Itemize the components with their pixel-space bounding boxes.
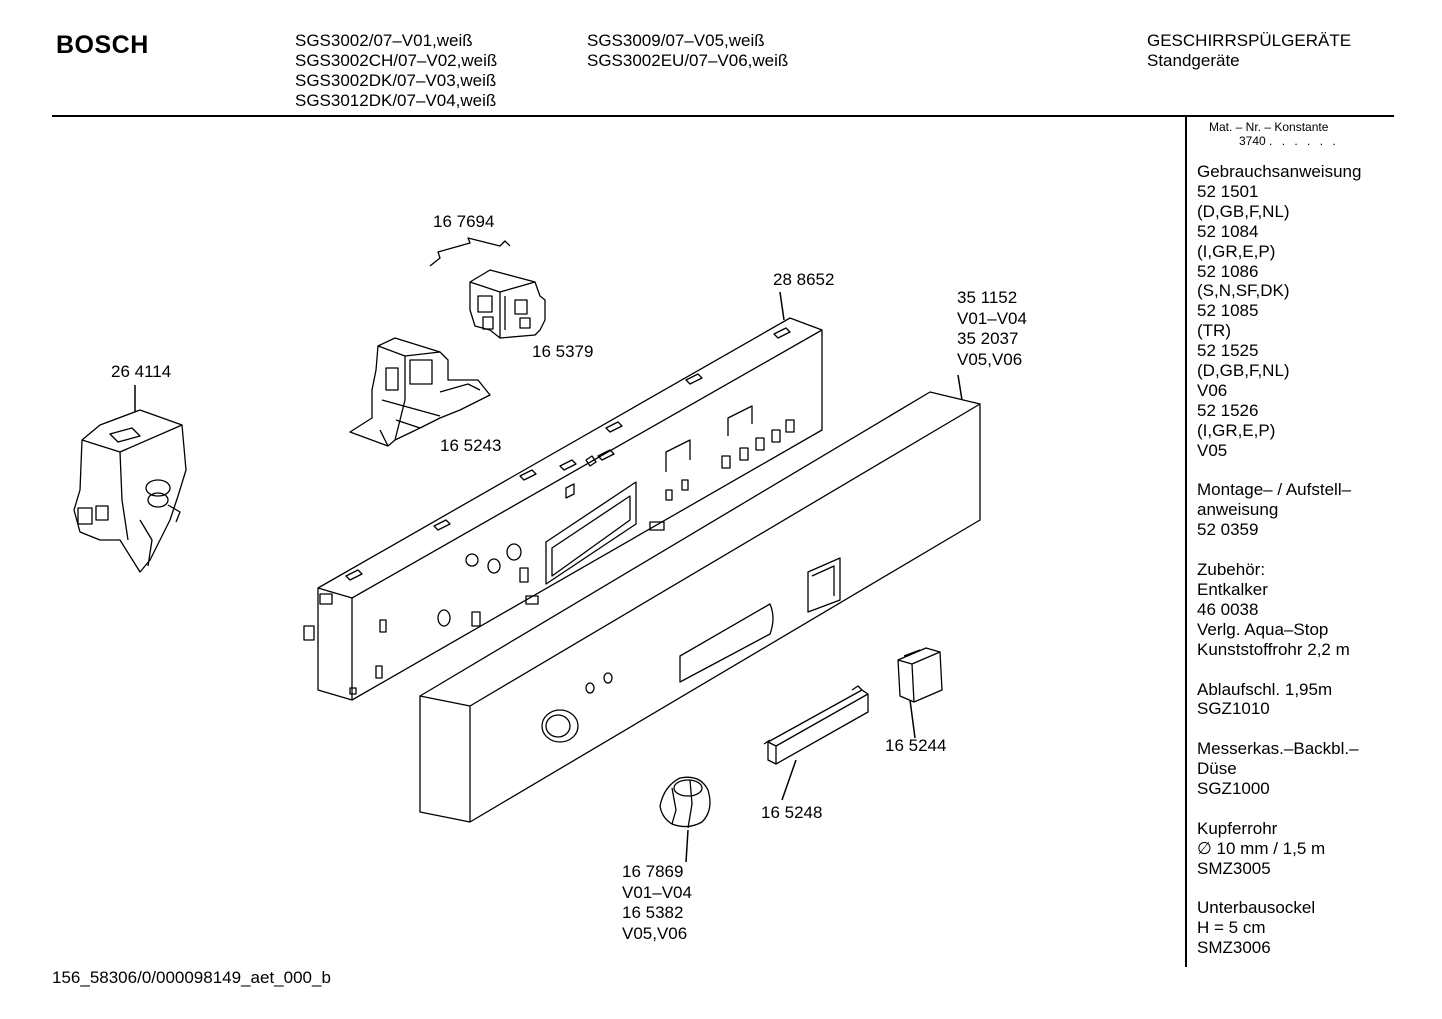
front-fascia-part <box>419 391 981 823</box>
model-entry: SGS3002/07–V01,weiß <box>295 31 473 50</box>
model-entry: SGS3012DK/07–V04,weiß <box>295 91 497 110</box>
part-label-line: V01–V04 <box>957 308 1027 328</box>
accessory-line: 52 1084 <box>1197 221 1259 241</box>
accessory-line: 52 1526 <box>1197 400 1259 420</box>
accessory-line: anweisung <box>1197 500 1279 520</box>
accessory-line: 52 1501 <box>1197 181 1259 201</box>
part-label-line: 16 7869 <box>622 862 684 881</box>
material-number-block: Mat. – Nr. – Konstante 3740 . . . . . . <box>1209 120 1339 148</box>
part-label-264114: 26 4114 <box>111 362 172 381</box>
part-label-288652: 28 8652 <box>773 270 835 289</box>
part-label-line: V05,V06 <box>622 923 688 943</box>
model-entry: SGS3002EU/07–V06,weiß <box>587 51 789 70</box>
material-number-label: Mat. – Nr. – Konstante <box>1209 120 1329 134</box>
accessory-line: Kupferrohr <box>1197 818 1278 838</box>
model-entry: SGS3002CH/07–V02,weiß <box>295 51 498 70</box>
model-entry: SGS3002DK/07–V03,weiß <box>295 71 497 90</box>
knob-part <box>659 776 711 829</box>
accessory-line: V06 <box>1197 380 1228 400</box>
programmer-unit-part <box>73 409 187 573</box>
accessory-line: (TR) <box>1197 321 1231 341</box>
switch-block-part <box>469 269 546 339</box>
accessory-line: (D,GB,F,NL) <box>1197 361 1290 381</box>
accessory-line: Ablaufschl. 1,95m <box>1197 679 1333 699</box>
drawing-code: 156_58306/0/000098149_aet_000_b <box>52 968 331 987</box>
header-rule <box>52 115 1394 117</box>
accessory-line: SGZ1010 <box>1197 699 1270 719</box>
part-label-165379: 16 5379 <box>532 342 594 361</box>
accessory-line: V05 <box>1197 440 1228 460</box>
accessory-line: Gebrauchsanweisung <box>1197 162 1362 181</box>
category-subtitle: Standgeräte <box>1147 51 1240 70</box>
back-panel-part <box>303 317 823 701</box>
model-entry: SGS3009/07–V05,weiß <box>587 31 765 50</box>
accessory-line: 52 1085 <box>1197 301 1259 321</box>
part-label-line: V01–V04 <box>622 882 692 902</box>
brand-logo: BOSCH <box>56 31 149 59</box>
accessory-line: (I,GR,E,P) <box>1197 420 1276 440</box>
part-label-165248: 16 5248 <box>761 803 823 822</box>
accessory-line: Unterbausockel <box>1197 898 1316 918</box>
part-label-line: 35 1152 <box>957 288 1018 307</box>
accessory-line: SGZ1000 <box>1197 779 1270 799</box>
accessory-line: (I,GR,E,P) <box>1197 241 1276 261</box>
accessory-line: 52 1525 <box>1197 341 1259 361</box>
accessory-line: ∅ 10 mm / 1,5 m <box>1197 838 1326 858</box>
material-number-value: 3740 <box>1239 134 1266 148</box>
accessory-line: H = 5 cm <box>1197 918 1266 938</box>
accessory-line: Düse <box>1197 759 1237 779</box>
sidebar-rule <box>1185 115 1187 967</box>
part-label-line: 16 5382 <box>622 903 684 922</box>
accessory-line: (S,N,SF,DK) <box>1197 281 1290 301</box>
push-button-part <box>897 647 943 703</box>
model-list-1: SGS3002/07–V01,weiß SGS3002CH/07–V02,wei… <box>295 31 497 111</box>
accessory-line: Kunststoffrohr 2,2 m <box>1197 639 1350 659</box>
trim-strip-part <box>763 685 869 765</box>
accessory-line: 52 0359 <box>1197 520 1259 540</box>
model-list-2: SGS3009/07–V05,weiß SGS3002EU/07–V06,wei… <box>587 31 788 71</box>
part-label-167694: 16 7694 <box>433 212 495 231</box>
leader-lines <box>134 291 963 863</box>
category-block: GESCHIRRSPÜLGERÄTE Standgeräte <box>1147 31 1351 71</box>
accessory-line: Messerkas.–Backbl.– <box>1197 739 1359 759</box>
part-label-165244: 16 5244 <box>885 736 947 755</box>
bracket-part <box>349 337 491 447</box>
material-number-dots: . . . . . . <box>1269 134 1339 148</box>
accessory-line: 46 0038 <box>1197 599 1259 619</box>
part-label-line: V05,V06 <box>957 349 1023 369</box>
part-label-351152: 35 1152 V01–V04 35 2037 V05,V06 <box>957 288 1027 370</box>
category-title: GESCHIRRSPÜLGERÄTE <box>1147 31 1352 50</box>
accessory-line: Zubehör: <box>1197 560 1266 580</box>
accessory-line: SMZ3005 <box>1197 858 1271 878</box>
accessory-line: 52 1086 <box>1197 261 1259 281</box>
accessory-line: SMZ3006 <box>1197 938 1271 958</box>
accessory-line: (D,GB,F,NL) <box>1197 201 1290 221</box>
part-label-165243: 16 5243 <box>440 436 502 455</box>
accessory-line: Montage– / Aufstell– <box>1197 480 1352 500</box>
spring-clip-part <box>429 237 511 267</box>
part-label-167869: 16 7869 V01–V04 16 5382 V05,V06 <box>622 862 692 944</box>
accessory-line: Entkalker <box>1197 580 1268 599</box>
part-label-line: 35 2037 <box>957 329 1019 348</box>
accessory-line: Verlg. Aqua–Stop <box>1197 619 1329 639</box>
material-number-row: 3740 . . . . . . <box>1209 134 1339 148</box>
